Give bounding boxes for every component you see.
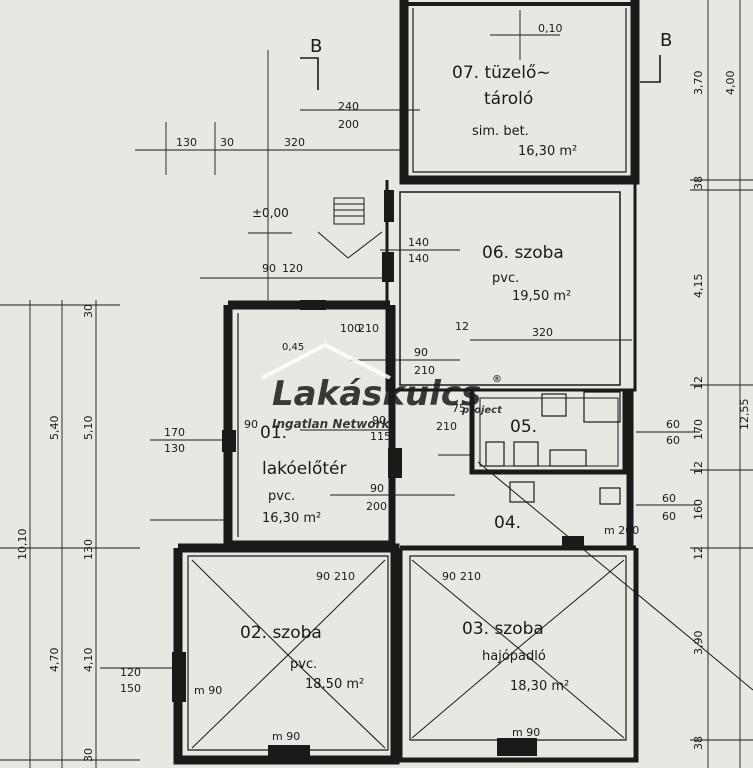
dim-right-12c: 12	[692, 546, 705, 560]
dim-60a: 60	[666, 418, 680, 431]
dim-30a: 30	[220, 136, 234, 149]
section-markers	[300, 55, 661, 90]
room-02-floor: pvc.	[290, 657, 317, 672]
dim-045: 0,45	[282, 342, 304, 353]
dim-right-415: 4,15	[692, 274, 705, 299]
dim-right-1255: 12,55	[738, 399, 751, 431]
dim-12a: 12	[455, 320, 469, 333]
dim-60c: 60	[662, 492, 676, 505]
dim-m90a: m 90	[194, 684, 222, 697]
dim-right-12a: 12	[692, 376, 705, 390]
room-03-name: 03. szoba	[462, 619, 544, 639]
dim-right-370: 3,70	[692, 71, 705, 96]
dim-m90c: m 90	[512, 726, 540, 739]
dim-130a: 130	[176, 136, 197, 149]
dim-90f: 90	[316, 570, 330, 583]
room-03-area: 18,30 m²	[510, 679, 569, 694]
level-mark: ±0,00	[252, 206, 289, 220]
dim-left-540: 5,40	[48, 416, 61, 441]
room-07-name2: tároló	[484, 89, 533, 109]
dim-60b: 60	[666, 434, 680, 447]
room-05-name: 05.	[510, 417, 537, 437]
dim-210e: 210	[460, 570, 481, 583]
section-mark-left: B	[310, 36, 322, 57]
dim-115: 115	[370, 430, 391, 443]
watermark: Lakáskulcs ® project Ingatlan Network	[261, 342, 503, 431]
watermark-roof-icon	[261, 342, 391, 380]
watermark-reg: ®	[492, 374, 502, 385]
dim-170: 170	[164, 426, 185, 439]
dim-right-12b: 12	[692, 461, 705, 475]
room-01-area: 16,30 m²	[262, 511, 321, 526]
dim-right-390: 3,90	[692, 631, 705, 656]
room-06-floor: pvc.	[492, 271, 519, 286]
dim-left-470: 4,70	[48, 648, 61, 673]
watermark-sub: Ingatlan Network	[272, 417, 391, 431]
dim-right-170: 170	[692, 419, 705, 440]
dim-150: 150	[120, 682, 141, 695]
kitchen-fixtures	[485, 391, 621, 505]
dim-right-400: 4,00	[724, 71, 737, 96]
dim-right-38a: 38	[692, 176, 705, 190]
dim-120: 120	[282, 262, 303, 275]
dim-130b: 130	[164, 442, 185, 455]
dim-left-510: 5,10	[82, 416, 95, 441]
dim-left-1010: 10,10	[16, 529, 29, 561]
dim-320b: 320	[532, 326, 553, 339]
dim-210c: 210	[436, 420, 457, 433]
dim-left-130: 130	[82, 539, 95, 560]
dim-90g: 90	[442, 570, 456, 583]
dim-60d: 60	[662, 510, 676, 523]
dim-left-30a: 30	[82, 304, 95, 318]
room-04-name: 04.	[494, 513, 521, 533]
dim-right-160: 160	[692, 499, 705, 520]
dim-90b: 90	[414, 346, 428, 359]
dimension-labels: 0,10 240 200 130 30 320 140 140 90 120 1…	[16, 22, 751, 762]
dim-320a: 320	[284, 136, 305, 149]
dim-75: 75	[452, 402, 466, 415]
dim-left-30b: 30	[82, 748, 95, 762]
room-07-floor: sim. bet.	[472, 124, 529, 139]
roof-hips	[191, 461, 753, 749]
room-06-name: 06. szoba	[482, 243, 564, 263]
entrance-steps	[317, 197, 383, 259]
room-01-name2: lakóelőtér	[262, 459, 346, 479]
dim-200a: 200	[338, 118, 359, 131]
room-02-area: 18,50 m²	[305, 677, 364, 692]
dim-140a: 140	[408, 236, 429, 249]
watermark-brand: Lakáskulcs	[272, 374, 481, 414]
dim-90e: 90	[370, 482, 384, 495]
room-07-area: 16,30 m²	[518, 144, 577, 159]
watermark-tag: project	[461, 405, 503, 416]
dim-90d: 90	[372, 414, 386, 427]
room-01-floor: pvc.	[268, 489, 295, 504]
dim-90a: 90	[262, 262, 276, 275]
dim-top-010: 0,10	[538, 22, 563, 35]
dim-200b: 200	[366, 500, 387, 513]
dim-240: 240	[338, 100, 359, 113]
dim-m90b: m 90	[272, 730, 300, 743]
dim-right-38b: 38	[692, 736, 705, 750]
room-03-floor: hajópadló	[482, 649, 546, 664]
dim-210d: 210	[334, 570, 355, 583]
dim-m200: m 200	[604, 524, 639, 537]
room-02-name: 02. szoba	[240, 623, 322, 643]
room-06-area: 19,50 m²	[512, 289, 571, 304]
dim-left-410: 4,10	[82, 648, 95, 673]
dim-140b: 140	[408, 252, 429, 265]
dim-210b: 210	[414, 364, 435, 377]
dim-90c: 90	[244, 418, 258, 431]
dim-120b: 120	[120, 666, 141, 679]
room-07-name: 07. tüzelő~	[452, 63, 551, 83]
dim-100: 100	[340, 322, 361, 335]
room-01-name: 01.	[260, 423, 287, 443]
dim-210a: 210	[358, 322, 379, 335]
section-mark-right: B	[660, 30, 672, 51]
windows	[172, 190, 584, 759]
